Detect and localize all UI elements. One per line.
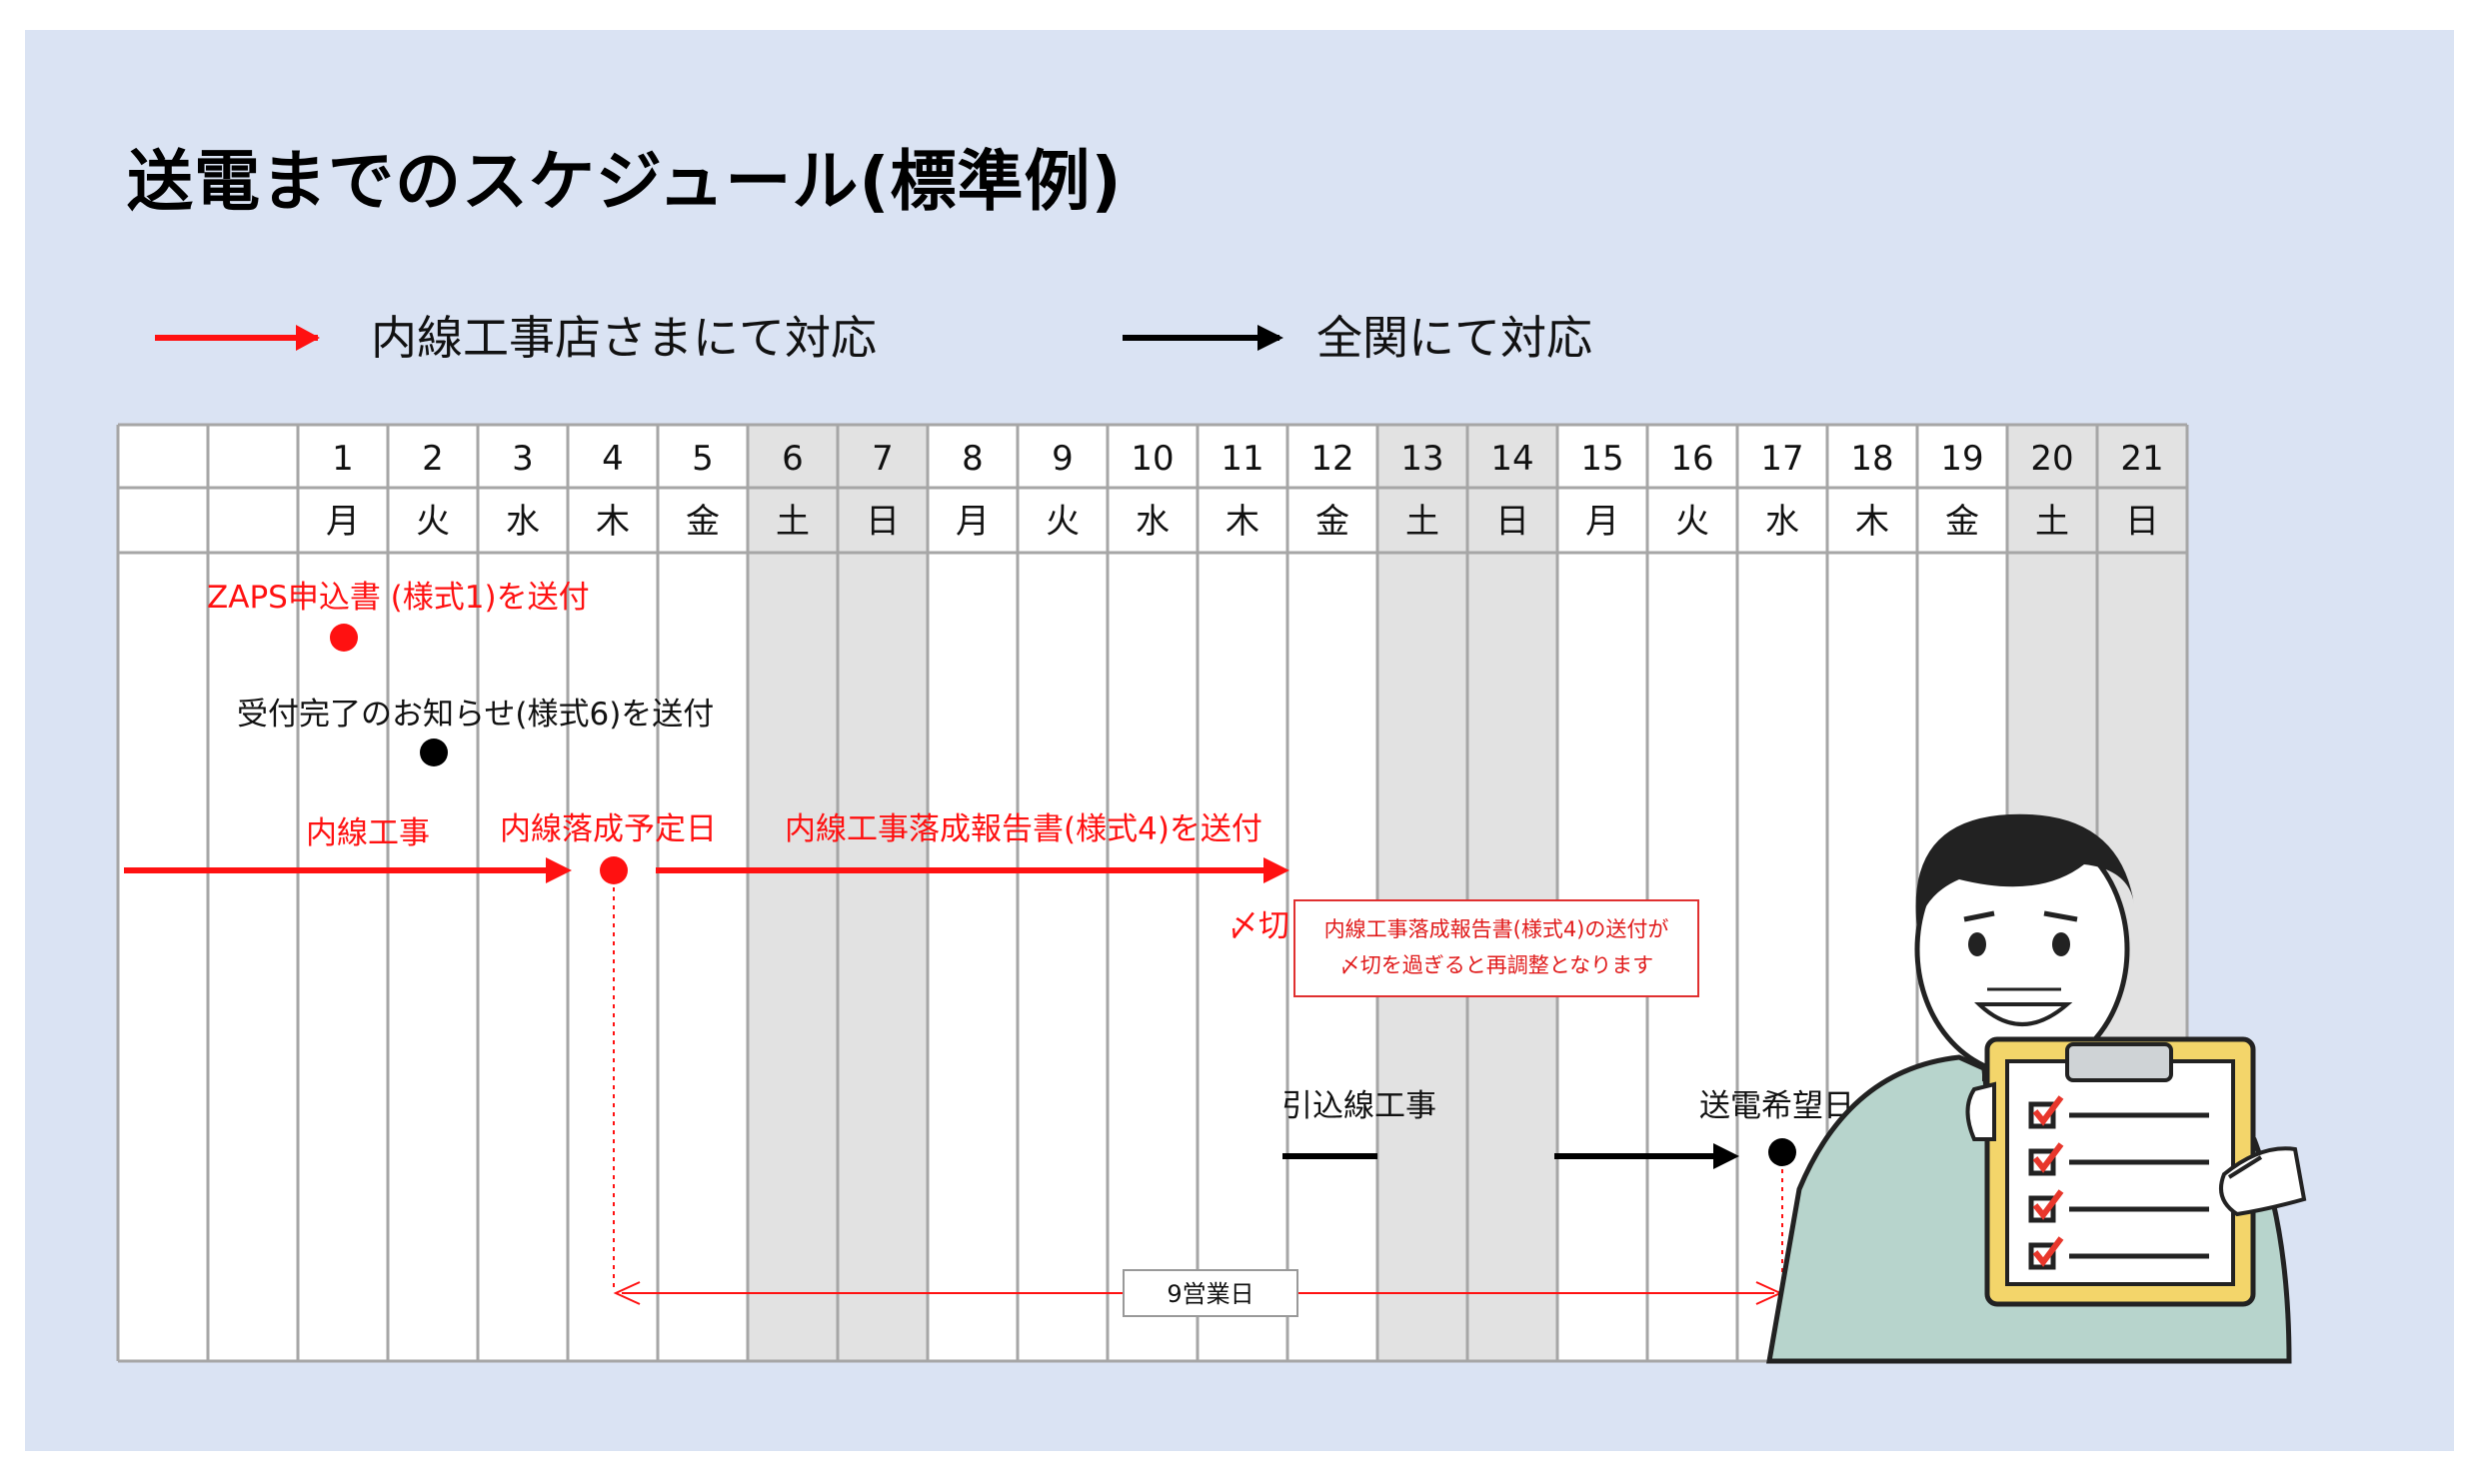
day-number-9: 9 [1052, 439, 1074, 479]
day-number-16: 16 [1670, 439, 1713, 479]
page-title: 送電までのスケジュール(標準例) [127, 143, 1123, 220]
desired-date-label: 送電希望日 [1699, 1088, 1854, 1124]
day-number-19: 19 [1940, 439, 1983, 479]
weekday-19: 金 [1945, 502, 1979, 542]
weekday-row: 月火水木金土日月火水木金土日月火水木金土日 [326, 502, 2159, 542]
legend-black-arrowhead [1257, 325, 1283, 351]
drop-wire-arrowhead [1713, 1143, 1739, 1169]
weekday-2: 火 [416, 502, 450, 542]
span-left-arrowhead [613, 1281, 641, 1305]
weekday-3: 水 [506, 502, 540, 542]
deadline-note-box: 内線工事落成報告書(様式4)の送付が 〆切を過ぎると再調整となります [1293, 899, 1699, 997]
day-number-17: 17 [1760, 439, 1803, 479]
desired-date-marker [1768, 1138, 1796, 1166]
day-number-6: 6 [782, 439, 804, 479]
weekday-13: 土 [1405, 502, 1439, 542]
weekday-10: 水 [1136, 502, 1170, 542]
weekend-column-6 [748, 425, 838, 1361]
weekend-column-14 [1467, 425, 1557, 1361]
legend-red-label: 内線工事店さまにて対応 [371, 311, 877, 365]
day-number-15: 15 [1580, 439, 1623, 479]
weekday-9: 火 [1046, 502, 1080, 542]
deadline-label: 〆切 [1228, 908, 1289, 944]
day-number-1: 1 [332, 439, 354, 479]
day-number-3: 3 [512, 439, 534, 479]
weekend-column-7 [838, 425, 928, 1361]
weekday-7: 日 [866, 502, 900, 542]
weekday-8: 月 [956, 502, 990, 542]
day-number-20: 20 [2030, 439, 2073, 479]
day-number-2: 2 [422, 439, 444, 479]
zaps-label: ZAPS申込書 (様式1)を送付 [207, 580, 590, 616]
legend-black-label: 全関にて対応 [1316, 311, 1592, 365]
weekday-21: 日 [2125, 502, 2159, 542]
day-number-13: 13 [1400, 439, 1443, 479]
weekday-12: 金 [1315, 502, 1349, 542]
businessman-with-checklist-icon [1766, 813, 2307, 1364]
day-number-11: 11 [1221, 439, 1263, 479]
day-number-10: 10 [1131, 439, 1174, 479]
weekday-18: 木 [1855, 502, 1889, 542]
weekday-16: 火 [1675, 502, 1709, 542]
day-number-8: 8 [962, 439, 984, 479]
weekday-20: 土 [2035, 502, 2069, 542]
report-label: 内線工事落成報告書(様式4)を送付 [785, 811, 1262, 847]
wiring-label: 内線工事 [306, 815, 430, 851]
drop-wire-label: 引込線工事 [1281, 1088, 1436, 1124]
wiring-arrowhead [546, 857, 572, 883]
calendar-grid [116, 423, 2189, 1363]
report-arrowhead [1263, 857, 1289, 883]
completion-date-marker [600, 856, 628, 884]
weekend-column-13 [1377, 425, 1467, 1361]
weekday-14: 日 [1495, 502, 1529, 542]
day-number-18: 18 [1850, 439, 1893, 479]
day-number-21: 21 [2120, 439, 2163, 479]
day-number-4: 4 [602, 439, 624, 479]
day-number-7: 7 [872, 439, 894, 479]
completion-date-label: 内線落成予定日 [500, 811, 717, 847]
day-number-5: 5 [692, 439, 714, 479]
note-line-2: 〆切を過ぎると再調整となります [1338, 953, 1654, 977]
weekday-17: 水 [1765, 502, 1799, 542]
weekday-1: 月 [326, 502, 360, 542]
weekday-11: 木 [1226, 502, 1259, 542]
weekday-15: 月 [1585, 502, 1619, 542]
legend-red-arrowhead [296, 325, 320, 351]
zaps-marker [330, 624, 358, 652]
day-number-14: 14 [1490, 439, 1533, 479]
day-number-12: 12 [1310, 439, 1353, 479]
weekday-6: 土 [776, 502, 810, 542]
receipt-marker [420, 739, 448, 766]
receipt-label: 受付完了のお知らせ(様式6)を送付 [237, 697, 714, 733]
weekday-4: 木 [596, 502, 630, 542]
business-days-label: 9営業日 [1123, 1269, 1298, 1317]
note-line-1: 内線工事落成報告書(様式4)の送付が [1323, 917, 1669, 941]
weekday-5: 金 [686, 502, 720, 542]
